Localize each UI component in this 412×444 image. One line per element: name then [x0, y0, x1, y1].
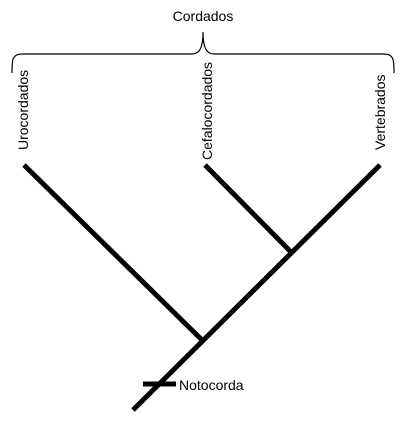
group-bracket	[11, 31, 395, 74]
branch-urocordados	[22, 163, 205, 343]
trait-label-notocorda: Notocorda	[179, 377, 244, 393]
taxon-label-urocordados: Urocordados	[15, 70, 31, 150]
taxon-label-vertebrados: Vertebrados	[372, 75, 388, 151]
group-label-cordados: Cordados	[173, 8, 234, 24]
taxon-label-cefalocordados: Cefalocordados	[199, 62, 215, 160]
branch-root-to-vertebrados	[131, 163, 382, 412]
branch-cefalocordados	[203, 163, 294, 255]
